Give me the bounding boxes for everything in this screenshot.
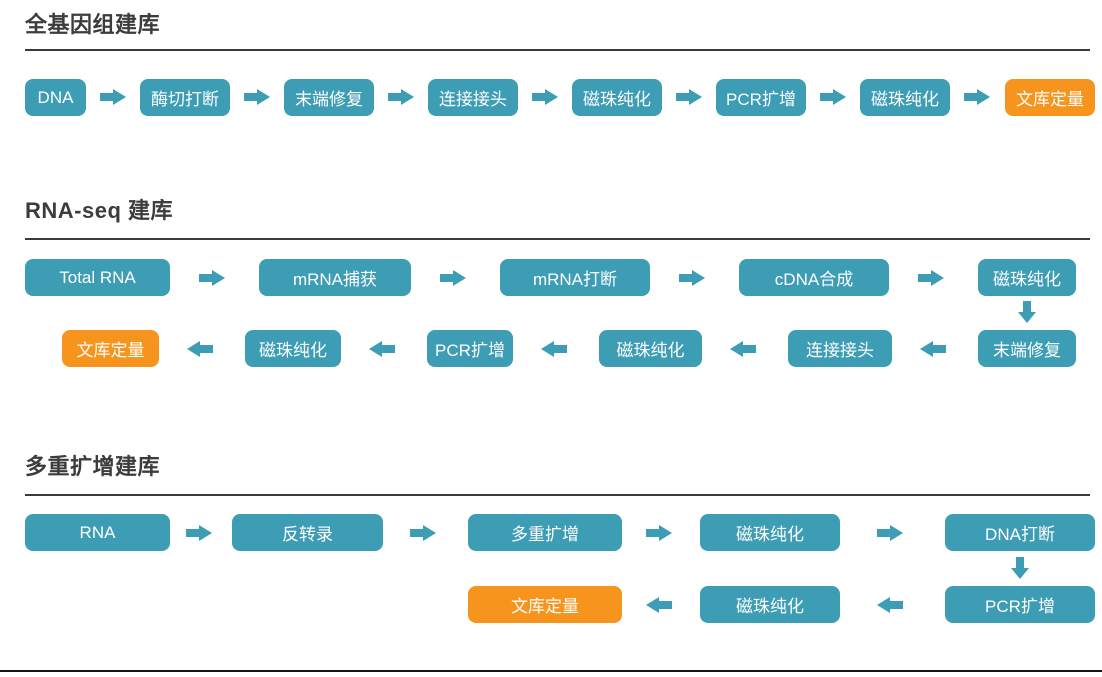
node-end-repair: 末端修复 [978, 330, 1076, 367]
node-mrna-capture: mRNA捕获 [259, 259, 411, 296]
node-rna: RNA [25, 514, 170, 551]
arrow-right-icon [679, 270, 705, 286]
arrow-right-icon [244, 89, 270, 105]
arrow-left-icon [369, 341, 395, 357]
arrow-left-icon [187, 341, 213, 357]
node-reverse-transcription: 反转录 [232, 514, 383, 551]
arrow-right-icon [820, 89, 846, 105]
node-cdna-synthesis: cDNA合成 [739, 259, 889, 296]
arrow-right-icon [410, 525, 436, 541]
arrow-left-icon [920, 341, 946, 357]
node-bead-purification: 磁珠纯化 [978, 259, 1076, 296]
arrow-right-icon [186, 525, 212, 541]
node-dna: DNA [25, 79, 86, 116]
arrow-right-icon [918, 270, 944, 286]
section-title-whole-genome: 全基因组建库 [25, 12, 161, 37]
node-library-quantification: 文库定量 [1005, 79, 1095, 116]
node-bead-purification: 磁珠纯化 [245, 330, 341, 367]
node-pcr-amplification: PCR扩增 [716, 79, 806, 116]
node-dna-fragmentation: DNA打断 [945, 514, 1095, 551]
arrow-right-icon [388, 89, 414, 105]
arrow-right-icon [964, 89, 990, 105]
node-library-quantification: 文库定量 [62, 330, 159, 367]
arrow-right-icon [676, 89, 702, 105]
page-bottom-border [0, 670, 1102, 672]
arrow-down-icon [1011, 557, 1029, 579]
arrow-left-icon [877, 597, 903, 613]
node-pcr-amplification: PCR扩增 [945, 586, 1095, 623]
node-bead-purification: 磁珠纯化 [700, 586, 840, 623]
section-title-rna-seq: RNA-seq 建库 [25, 198, 174, 223]
section-divider [25, 49, 1090, 51]
node-library-quantification: 文库定量 [468, 586, 622, 623]
node-adapter-ligation: 连接接头 [428, 79, 518, 116]
arrow-left-icon [541, 341, 567, 357]
node-end-repair: 末端修复 [284, 79, 374, 116]
node-multiplex-amplification: 多重扩增 [468, 514, 622, 551]
node-enzyme-fragmentation: 酶切打断 [140, 79, 230, 116]
arrow-left-icon [646, 597, 672, 613]
arrow-left-icon [730, 341, 756, 357]
node-bead-purification: 磁珠纯化 [572, 79, 662, 116]
arrow-right-icon [532, 89, 558, 105]
arrow-down-icon [1018, 301, 1036, 323]
arrow-right-icon [100, 89, 126, 105]
node-adapter-ligation: 连接接头 [788, 330, 892, 367]
node-bead-purification: 磁珠纯化 [599, 330, 702, 367]
section-divider [25, 494, 1090, 496]
node-bead-purification: 磁珠纯化 [700, 514, 840, 551]
arrow-right-icon [440, 270, 466, 286]
section-divider [25, 238, 1090, 240]
node-bead-purification: 磁珠纯化 [860, 79, 950, 116]
node-total-rna: Total RNA [25, 259, 170, 296]
arrow-right-icon [199, 270, 225, 286]
node-pcr-amplification: PCR扩增 [427, 330, 513, 367]
section-title-multiplex: 多重扩增建库 [25, 454, 161, 479]
arrow-right-icon [877, 525, 903, 541]
node-mrna-fragmentation: mRNA打断 [500, 259, 650, 296]
arrow-right-icon [646, 525, 672, 541]
